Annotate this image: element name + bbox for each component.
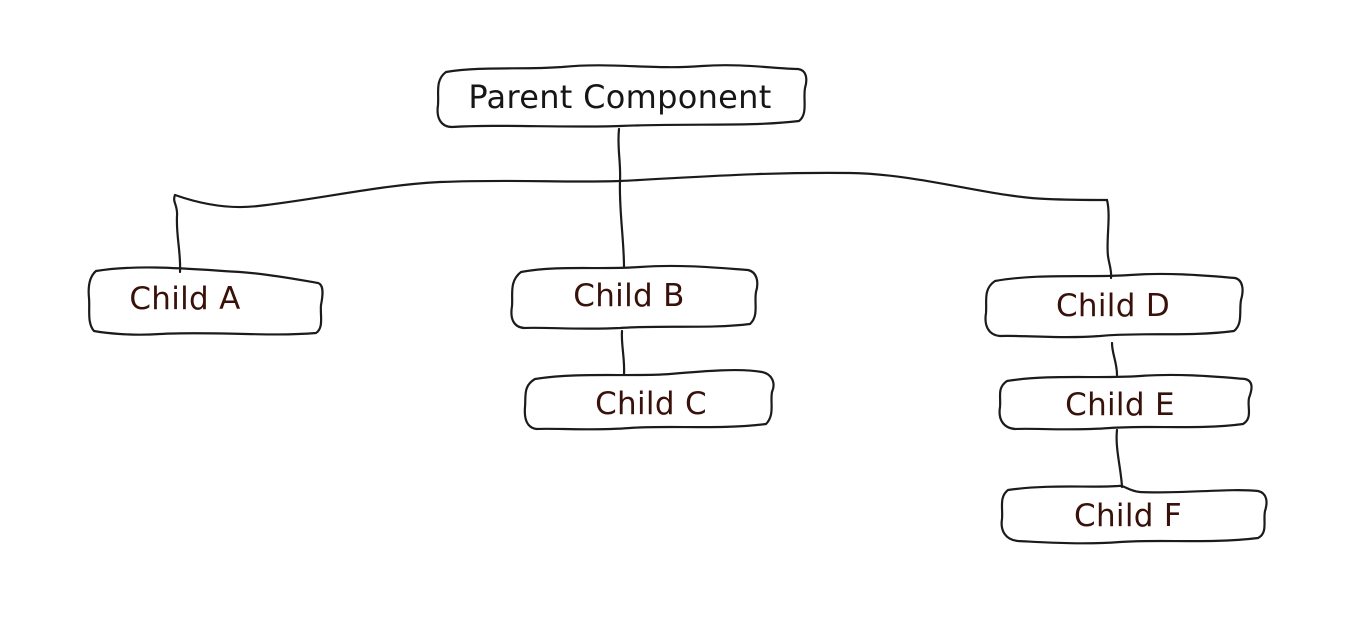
node-box-child-b [510, 264, 759, 330]
edge-parent-to-child-b [617, 127, 626, 269]
node-box-child-e [998, 373, 1253, 431]
node-box-child-f [1000, 484, 1268, 545]
node-label-child-e: Child E [1065, 387, 1175, 423]
node-box-child-d [984, 272, 1244, 339]
edge-parent-to-child-d [1105, 198, 1113, 280]
node-label-child-a: Child A [129, 281, 241, 317]
node-box-child-a [87, 266, 324, 336]
edge-child-d-to-child-e [1110, 341, 1119, 377]
edge-child-e-to-child-f [1115, 428, 1124, 489]
node-label-child-d: Child D [1055, 288, 1171, 324]
node-box-parent [436, 64, 808, 129]
node-label-parent-component: Parent Component [468, 78, 772, 116]
node-label-child-f: Child F [1074, 498, 1182, 534]
edge-child-b-to-child-c [620, 329, 626, 377]
edge-branch-horizontal [173, 171, 1109, 209]
node-box-child-c [523, 369, 775, 431]
node-label-child-b: Child B [573, 278, 685, 314]
node-label-child-c: Child C [595, 386, 707, 422]
edge-parent-to-child-a [173, 193, 182, 274]
